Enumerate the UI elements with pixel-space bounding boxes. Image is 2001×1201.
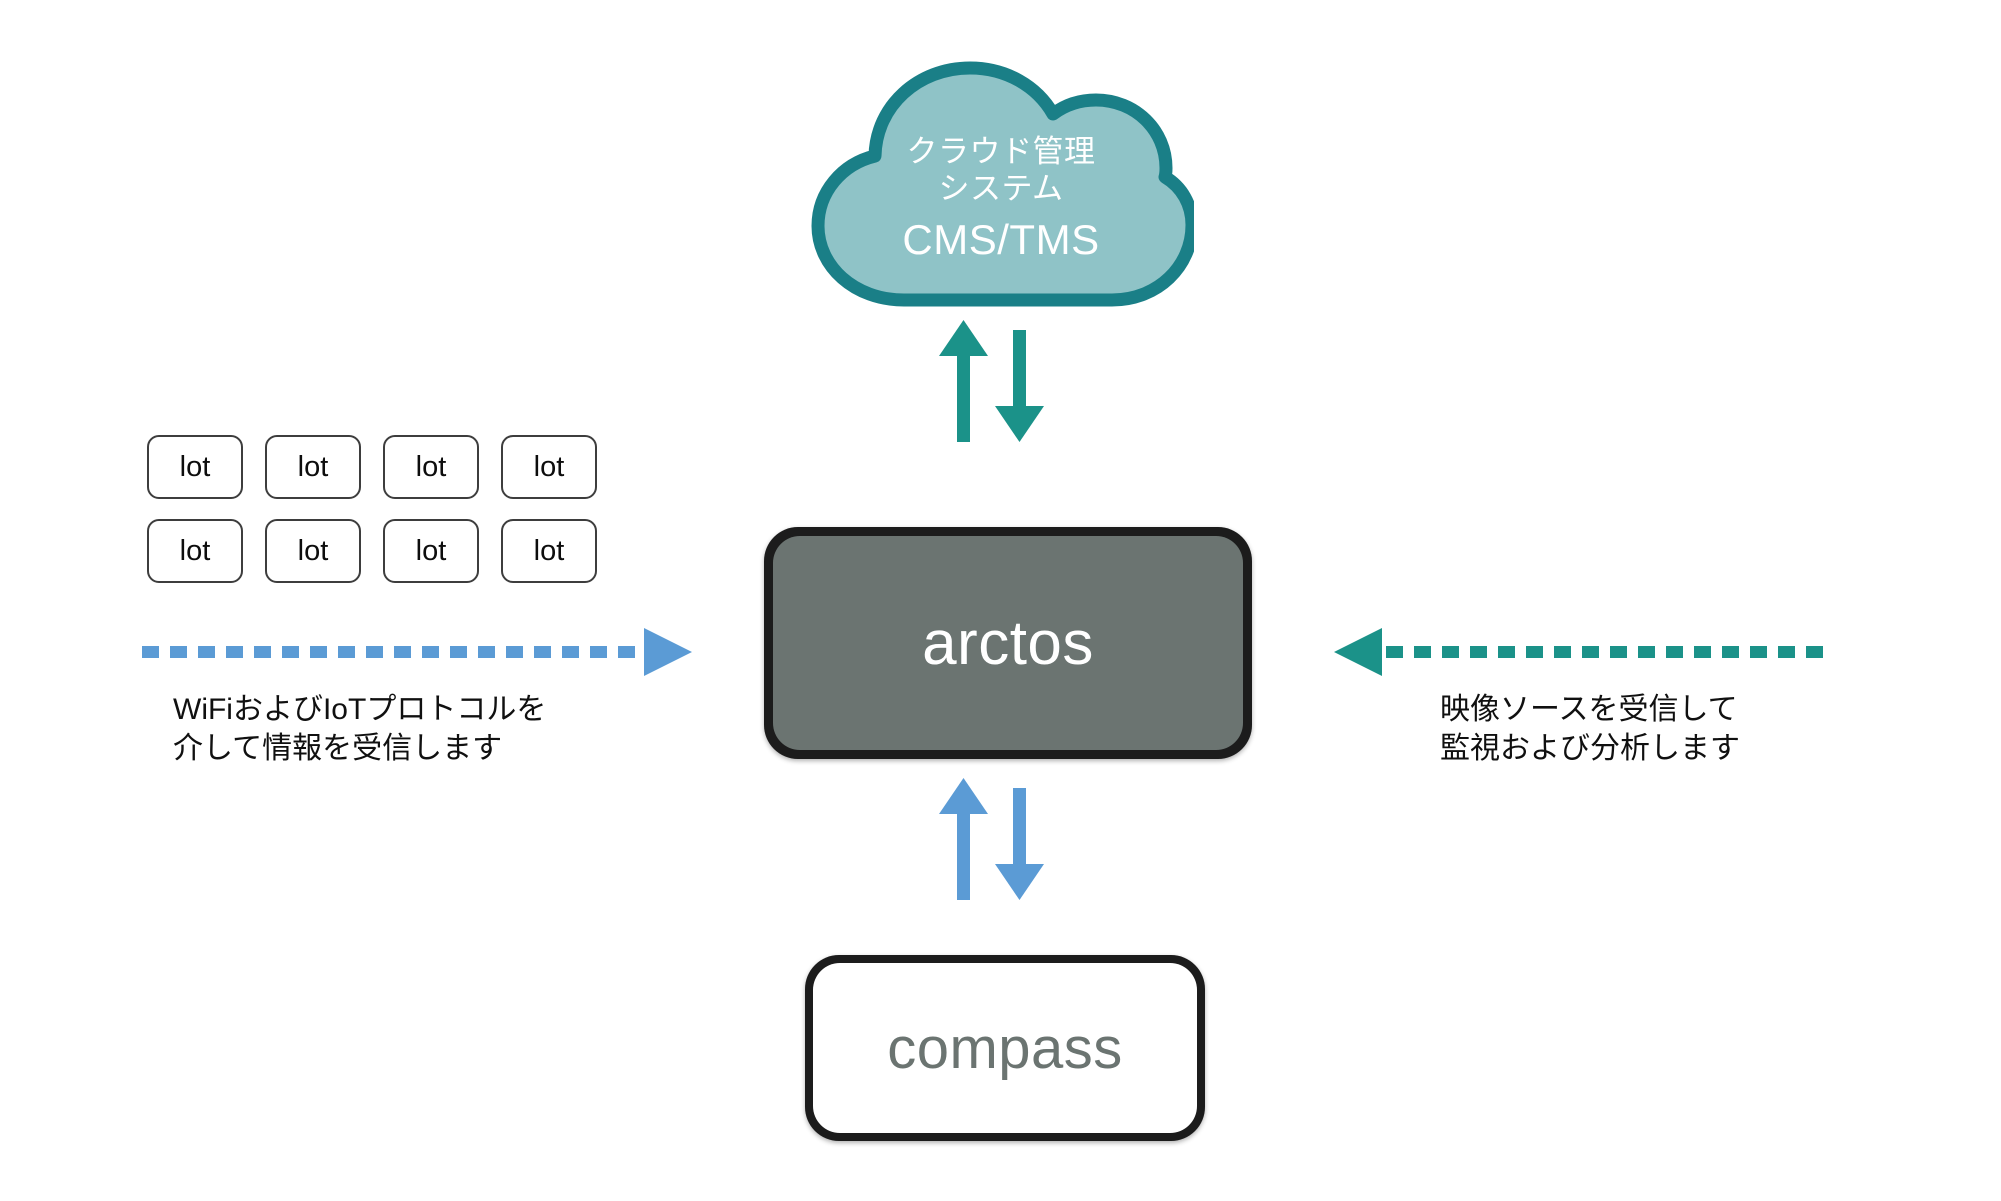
iot-node[interactable]: lot xyxy=(265,435,361,499)
arrow-up-icon xyxy=(939,320,988,442)
compass-device[interactable]: compass xyxy=(805,955,1205,1141)
iot-node[interactable]: lot xyxy=(501,435,597,499)
arrow-down-icon xyxy=(995,330,1044,442)
arctos-screen: arctos xyxy=(773,536,1243,750)
video-ingress-arrow xyxy=(1334,628,1834,676)
arrow-down-icon xyxy=(995,788,1044,900)
iot-ingress-arrow xyxy=(142,628,692,676)
compass-screen: compass xyxy=(813,963,1197,1133)
cloud-label-group: クラウド管理 システム CMS/TMS xyxy=(808,50,1194,312)
iot-node[interactable]: lot xyxy=(501,519,597,583)
arctos-label: arctos xyxy=(922,608,1094,678)
iot-node-grid: lot lot lot lot lot lot lot lot xyxy=(147,435,597,583)
iot-node[interactable]: lot xyxy=(383,435,479,499)
left-caption: WiFiおよびIoTプロトコルを 介して情報を受信します xyxy=(173,693,547,765)
cloud-management-system[interactable]: クラウド管理 システム CMS/TMS xyxy=(808,50,1194,312)
arrow-head-right-icon xyxy=(644,628,692,676)
iot-node[interactable]: lot xyxy=(265,519,361,583)
arctos-device[interactable]: arctos xyxy=(764,527,1252,759)
cloud-label-line2: システム xyxy=(938,171,1064,207)
cloud-label-line1: クラウド管理 xyxy=(906,133,1096,169)
arrow-head-left-icon xyxy=(1334,628,1382,676)
iot-node[interactable]: lot xyxy=(147,519,243,583)
cloud-shape-icon xyxy=(811,61,1194,307)
compass-bidirectional-link xyxy=(939,778,1044,900)
right-caption: 映像ソースを受信して 監視および分析します xyxy=(1440,693,1740,765)
iot-node[interactable]: lot xyxy=(383,519,479,583)
compass-label: compass xyxy=(887,1015,1123,1081)
cloud-bidirectional-link xyxy=(939,320,1044,442)
cloud-label-line3: CMS/TMS xyxy=(902,216,1100,264)
arrow-up-icon xyxy=(939,778,988,900)
iot-node[interactable]: lot xyxy=(147,435,243,499)
